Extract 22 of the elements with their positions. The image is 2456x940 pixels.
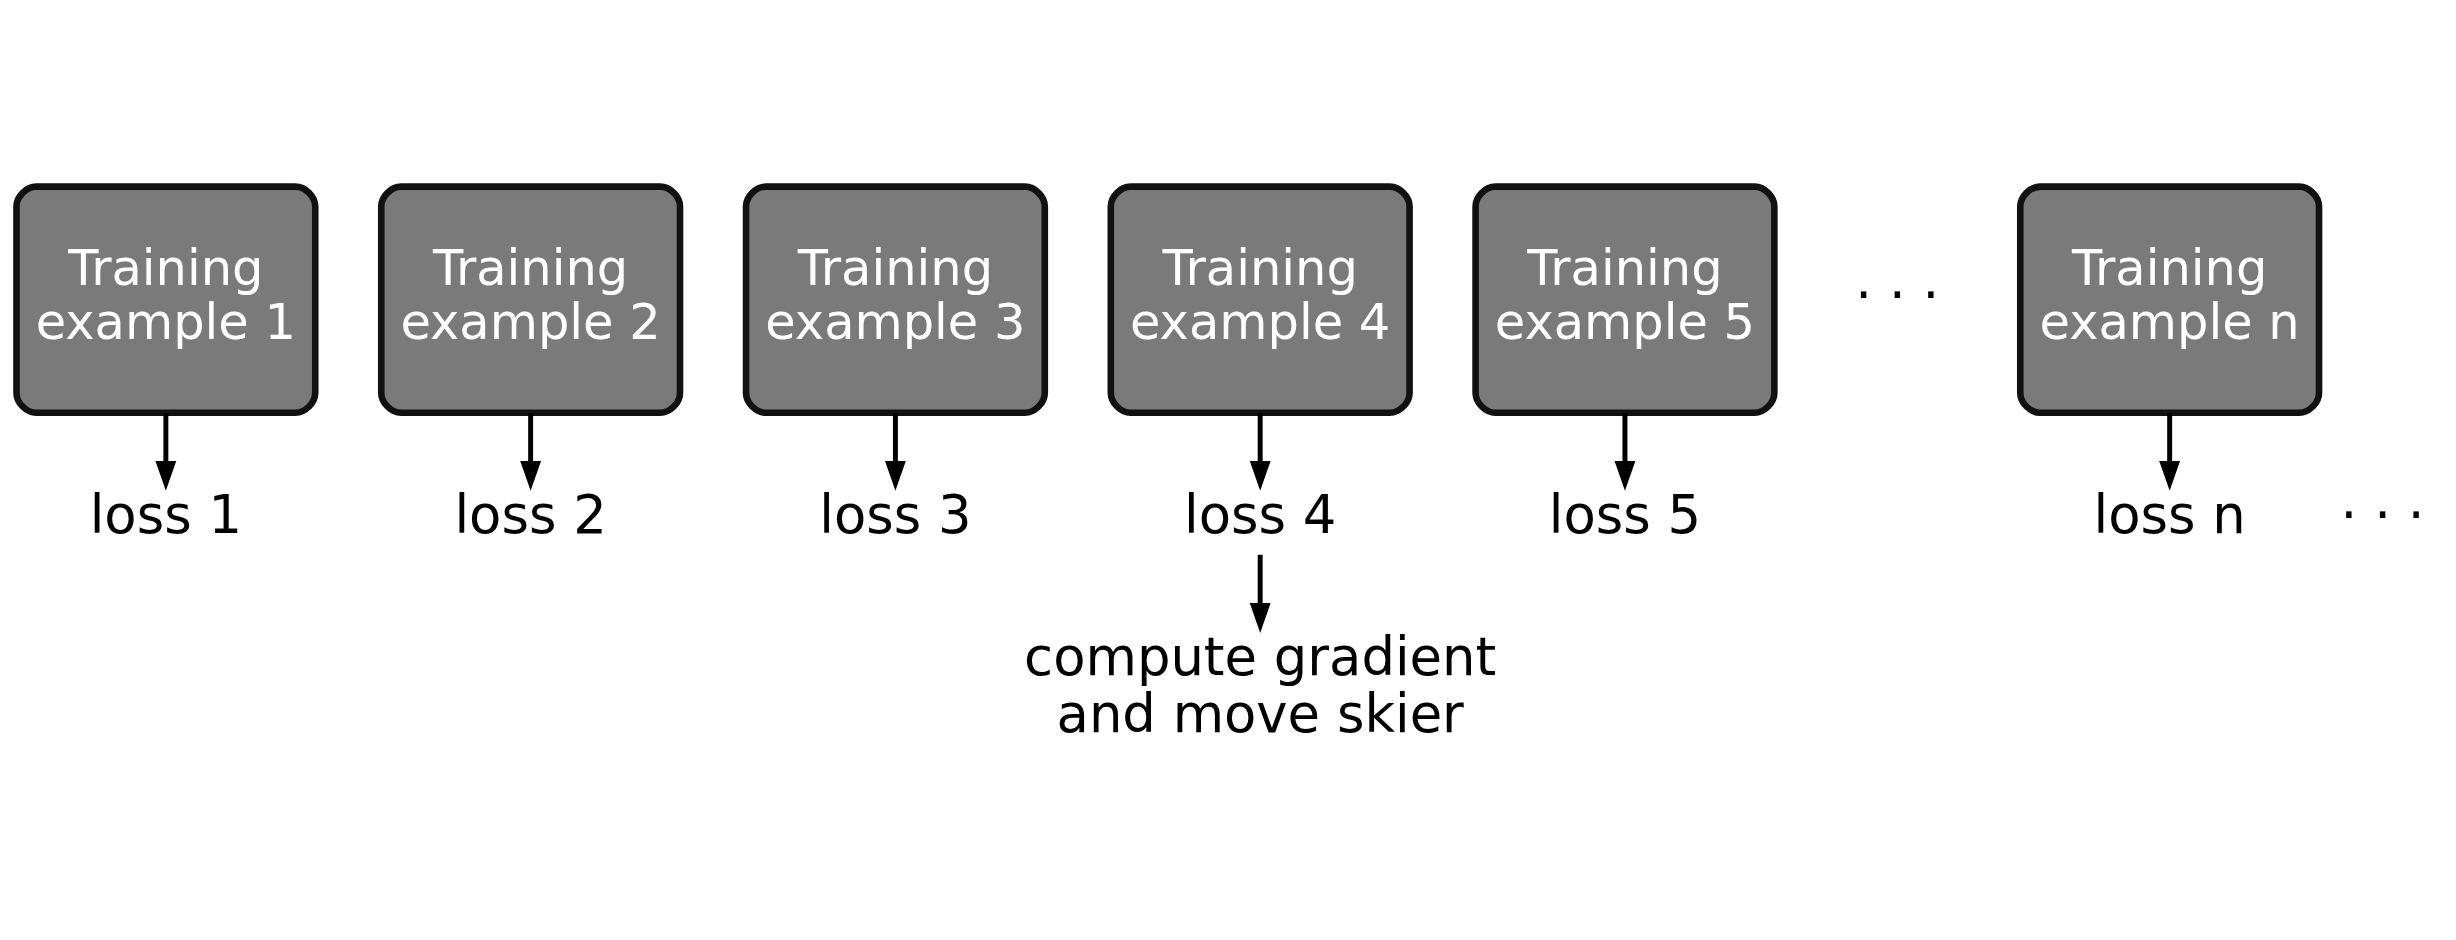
node-box: Training example n bbox=[2016, 182, 2323, 416]
node-text: compute gradient and move skier bbox=[1024, 625, 1497, 744]
node-text: loss 2 bbox=[454, 483, 607, 545]
arrow bbox=[2159, 412, 2181, 491]
node-text: loss n bbox=[2093, 483, 2246, 545]
node-box: Training example 4 bbox=[1107, 182, 1413, 416]
node-text: loss 5 bbox=[1548, 483, 1702, 545]
arrow bbox=[885, 412, 906, 491]
node-text: loss 1 bbox=[89, 483, 243, 545]
node-box: Training example 5 bbox=[1472, 182, 1778, 416]
arrow bbox=[1249, 554, 1271, 633]
arrow bbox=[1249, 412, 1271, 491]
arrow bbox=[1614, 412, 1636, 491]
arrow bbox=[155, 412, 177, 491]
node-text: loss 3 bbox=[819, 483, 972, 545]
node-text: loss 4 bbox=[1184, 483, 1337, 545]
label: · · · bbox=[2340, 483, 2425, 545]
node-box: Training example 1 bbox=[13, 182, 319, 416]
label: · · · bbox=[1855, 263, 1940, 325]
node-box: Training example 3 bbox=[742, 182, 1049, 416]
arrow bbox=[520, 412, 542, 491]
node-box: Training example 2 bbox=[377, 182, 684, 416]
